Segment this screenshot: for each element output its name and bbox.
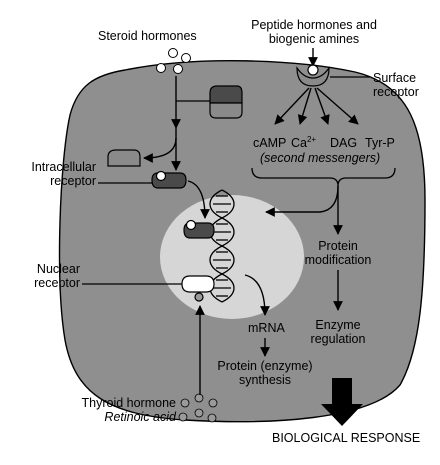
retinoic-acid-label: Retinoic acid bbox=[104, 410, 176, 424]
membrane-receptor-complex bbox=[209, 85, 243, 119]
intracellular-receptor-label: Intracellular receptor bbox=[31, 160, 96, 188]
protein-synthesis-label: Protein (enzyme) synthesis bbox=[217, 359, 313, 387]
dna-to-mrna-arrow bbox=[244, 274, 270, 316]
surface-receptor-shape bbox=[296, 64, 330, 87]
nuclear-receptor-shape bbox=[181, 275, 215, 302]
second-messengers-caption: (second messengers) bbox=[260, 151, 381, 165]
second-messenger-camp: cAMP bbox=[253, 136, 287, 150]
peptide-hormones-label: Peptide hormones and biogenic amines bbox=[251, 18, 377, 46]
second-messenger-calcium: Ca2+ bbox=[291, 135, 317, 151]
thyroid-hormone-label: Thyroid hormone bbox=[81, 396, 177, 410]
protein-modification-label: Protein modification bbox=[304, 239, 372, 267]
surface-receptor-label: Surface receptor bbox=[373, 71, 419, 99]
enzyme-regulation-label: Enzyme regulation bbox=[310, 318, 366, 346]
steroid-hormones-label: Steroid hormones bbox=[98, 29, 197, 43]
biological-response-arrow bbox=[321, 378, 363, 426]
nuclear-receptor-label: Nuclear receptor bbox=[34, 262, 80, 290]
steroid-hormone-molecules bbox=[156, 48, 191, 74]
dna-helix bbox=[209, 189, 235, 303]
cytoplasmic-receptor-arrow bbox=[143, 137, 177, 163]
second-messenger-dag: DAG bbox=[330, 136, 358, 150]
mrna-label: mRNA bbox=[248, 321, 285, 335]
second-messenger-tyr-p: Tyr-P bbox=[365, 136, 395, 150]
receptor-to-nucleus-arrow bbox=[187, 180, 210, 219]
nucleus bbox=[160, 195, 304, 319]
biological-response-label: BIOLOGICAL RESPONSE bbox=[272, 431, 421, 445]
intracellular-receptor-shape bbox=[151, 170, 187, 189]
cytoplasmic-receptor bbox=[107, 149, 141, 167]
dna-bound-receptor bbox=[183, 219, 215, 239]
thyroid-hormone-molecules bbox=[178, 393, 218, 423]
second-messenger-arrows bbox=[274, 87, 359, 125]
